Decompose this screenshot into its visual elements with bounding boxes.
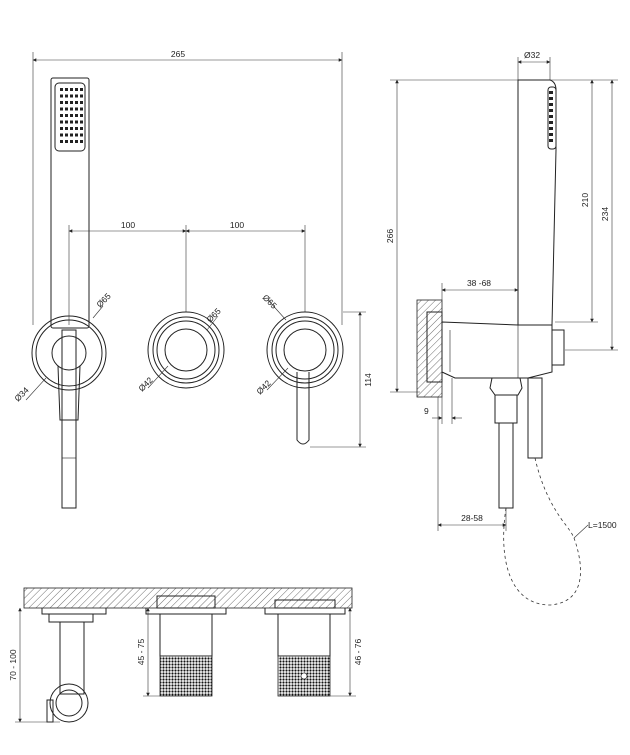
hose-length-label: L=1500 bbox=[588, 520, 617, 530]
front-view: 265 100 100 bbox=[12, 49, 373, 509]
hose-nut bbox=[494, 394, 518, 424]
dim-210-label: 210 bbox=[580, 193, 590, 207]
plan-right-cap bbox=[274, 599, 336, 609]
plan-view: 70 - 100 45 - 75 46 - 76 bbox=[8, 587, 363, 723]
hose-handle bbox=[61, 329, 77, 509]
left-handle bbox=[57, 365, 81, 421]
shower-nozzles bbox=[60, 88, 83, 143]
dim-d34-label: Ø34 bbox=[12, 385, 31, 404]
side-wall-section bbox=[416, 299, 443, 398]
dim-d65-right-label: Ø65 bbox=[261, 292, 280, 311]
hose-path bbox=[503, 507, 581, 606]
side-holder-cap bbox=[551, 329, 565, 366]
dim-9-label: 9 bbox=[424, 406, 429, 416]
side-handle bbox=[498, 422, 514, 509]
dim-d32-label: Ø32 bbox=[524, 50, 540, 60]
plan-left-body bbox=[59, 621, 85, 695]
dim-d42-right-label: Ø42 bbox=[254, 378, 273, 397]
right-wall-plate bbox=[266, 311, 344, 389]
middle-wall-plate bbox=[147, 311, 225, 389]
right-knob bbox=[283, 328, 327, 372]
right-lever bbox=[296, 372, 310, 445]
plan-right-body bbox=[277, 613, 331, 657]
hand-shower-body bbox=[50, 77, 90, 329]
dim-45-75-label: 45 - 75 bbox=[136, 638, 146, 665]
plan-middle-cap bbox=[156, 595, 216, 609]
side-view: Ø32 266 210 234 38 -68 bbox=[385, 50, 618, 606]
dim-70-100-label: 70 - 100 bbox=[8, 649, 18, 680]
hose-connector bbox=[489, 377, 523, 396]
side-nozzles bbox=[549, 91, 553, 142]
dim-265-label: 265 bbox=[171, 49, 185, 59]
shower-lower-body bbox=[527, 377, 543, 459]
left-outlet bbox=[51, 335, 87, 371]
side-holder-body bbox=[441, 321, 553, 379]
plan-wall-section bbox=[23, 587, 353, 609]
left-wall-plate bbox=[31, 315, 107, 391]
dim-38-68-label: 38 -68 bbox=[467, 278, 491, 288]
dim-234-label: 234 bbox=[600, 207, 610, 221]
dim-d42-middle-label: Ø42 bbox=[136, 375, 155, 394]
plan-middle-body bbox=[159, 613, 213, 657]
dim-100-left-label: 100 bbox=[121, 220, 135, 230]
plan-left-plate bbox=[41, 608, 107, 615]
dim-266-label: 266 bbox=[385, 229, 395, 243]
dim-28-58-label: 28-58 bbox=[461, 513, 483, 523]
dim-100-right-label: 100 bbox=[230, 220, 244, 230]
middle-knob bbox=[164, 328, 208, 372]
plan-middle-knurl bbox=[159, 655, 213, 697]
dim-d65-middle-label: Ø65 bbox=[204, 306, 223, 325]
shower-face bbox=[54, 82, 86, 152]
dim-114-label: 114 bbox=[363, 373, 373, 387]
dim-46-76-label: 46 - 76 bbox=[353, 638, 363, 665]
plan-left-elbow bbox=[49, 683, 89, 723]
dim-d65-left-label: Ø65 bbox=[94, 291, 113, 310]
